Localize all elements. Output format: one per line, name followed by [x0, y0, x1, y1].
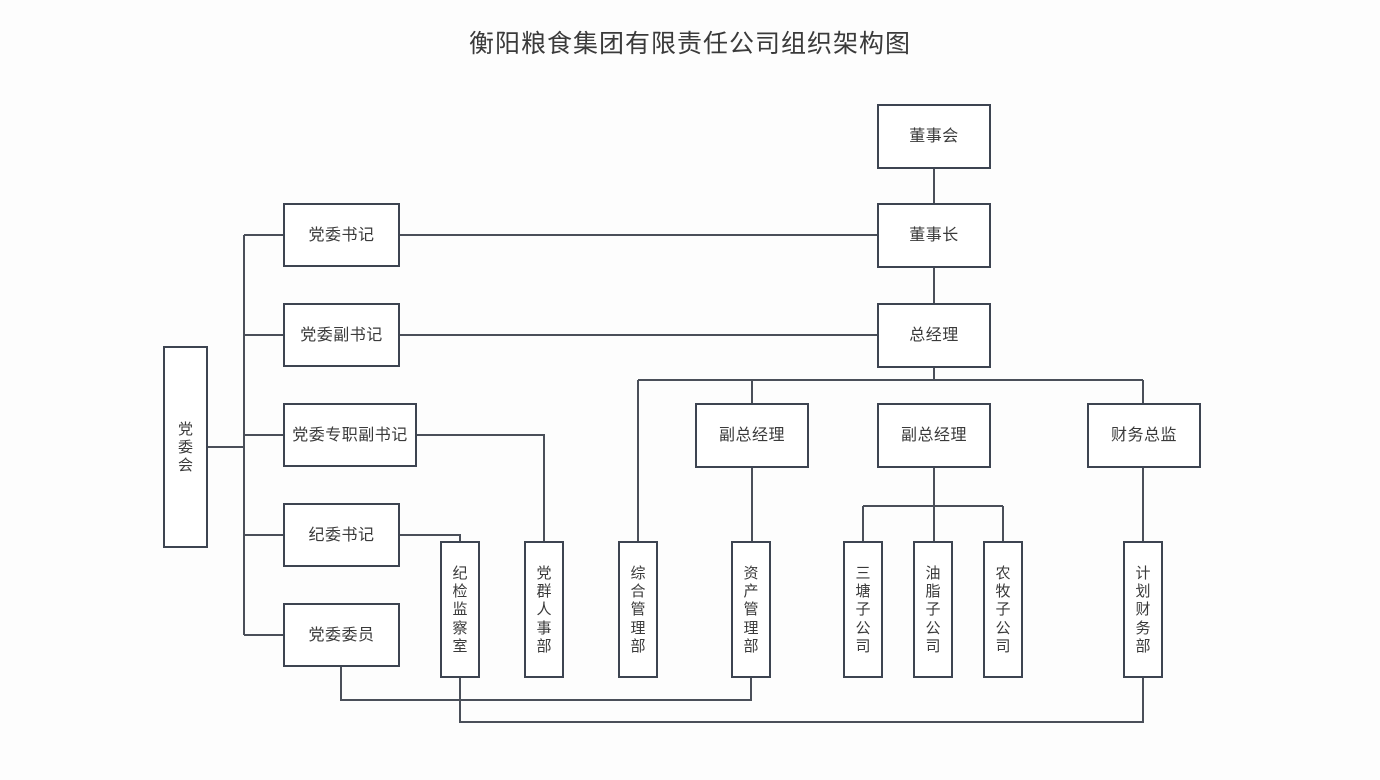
org-node-gm[interactable]: 总经理 [877, 303, 991, 368]
org-node-label: 纪检监察室 [452, 563, 469, 655]
org-node-oil-sub[interactable]: 油脂子公司 [913, 541, 953, 678]
org-node-label: 董事长 [909, 225, 959, 245]
org-node-label: 计划财务部 [1135, 563, 1152, 655]
org-node-label: 党委副书记 [300, 324, 383, 344]
org-node-label: 农牧子公司 [995, 563, 1012, 655]
org-node-label: 综合管理部 [630, 563, 647, 655]
edge-discipline-office-finance [459, 678, 1144, 723]
org-node-label: 党群人事部 [536, 563, 553, 655]
org-node-agri-sub[interactable]: 农牧子公司 [983, 541, 1023, 678]
org-node-label: 党委会 [178, 419, 195, 475]
org-node-label: 财务总监 [1110, 425, 1177, 445]
org-node-label: 资产管理部 [743, 563, 760, 655]
org-node-label: 党委专职副书记 [292, 424, 408, 444]
org-node-label: 纪委书记 [308, 524, 375, 544]
org-node-party-fulltime[interactable]: 党委专职副书记 [283, 403, 417, 467]
org-node-party-committee[interactable]: 党委会 [163, 346, 208, 548]
page-title: 衡阳粮食集团有限责任公司组织架构图 [468, 29, 911, 58]
org-node-dvgm1[interactable]: 副总经理 [695, 403, 809, 468]
org-node-party-secretary[interactable]: 党委书记 [283, 203, 400, 267]
org-node-party-member[interactable]: 党委委员 [283, 603, 400, 667]
org-node-label: 副总经理 [900, 425, 967, 445]
org-node-party-deputy[interactable]: 党委副书记 [283, 303, 400, 367]
org-node-label: 党委书记 [308, 224, 375, 244]
org-node-finance-dept[interactable]: 计划财务部 [1123, 541, 1163, 678]
org-node-discipline-sec[interactable]: 纪委书记 [283, 503, 400, 567]
org-node-label: 党委委员 [308, 624, 375, 644]
org-node-asset-dept[interactable]: 资产管理部 [731, 541, 771, 678]
org-node-label: 总经理 [909, 325, 959, 345]
org-node-discipline-office[interactable]: 纪检监察室 [440, 541, 480, 678]
org-node-board[interactable]: 董事会 [877, 104, 991, 169]
org-node-label: 油脂子公司 [925, 563, 942, 655]
org-node-chairman[interactable]: 董事长 [877, 203, 991, 268]
edge-party-fulltime-hr [417, 434, 545, 541]
org-node-santang-sub[interactable]: 三塘子公司 [843, 541, 883, 678]
org-node-dvgm2[interactable]: 副总经理 [877, 403, 991, 468]
org-node-admin-dept[interactable]: 综合管理部 [618, 541, 658, 678]
org-node-label: 董事会 [909, 126, 959, 146]
org-node-cfo[interactable]: 财务总监 [1087, 403, 1201, 468]
org-node-label: 三塘子公司 [855, 563, 872, 655]
org-node-hr-dept[interactable]: 党群人事部 [524, 541, 564, 678]
org-node-label: 副总经理 [718, 425, 785, 445]
